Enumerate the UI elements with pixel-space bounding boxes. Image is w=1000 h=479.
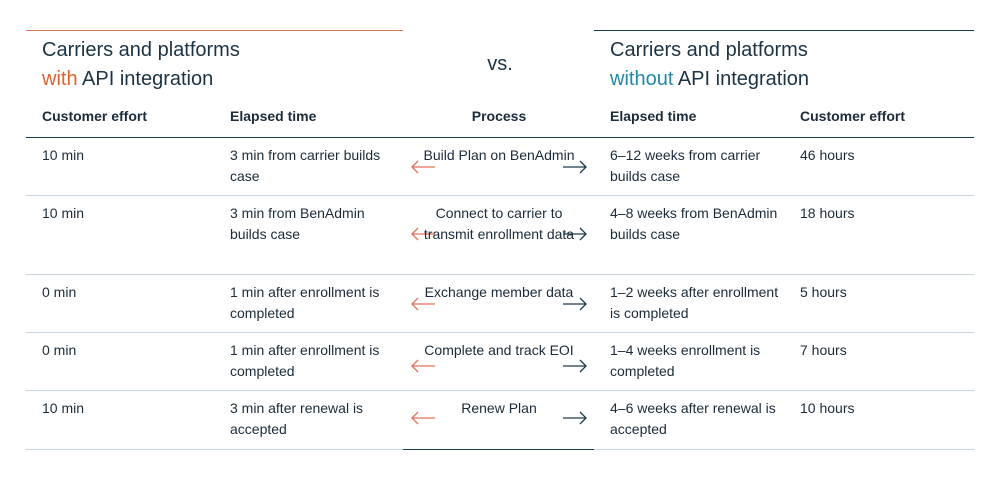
effort-left-cell: 10 min <box>42 205 85 221</box>
arrow-left-icon <box>410 160 436 174</box>
process-cell: Build Plan on BenAdmin <box>423 147 575 163</box>
elapsed-left-cell: 3 min from BenAdmin builds case <box>230 205 365 242</box>
effort-left-cell: 0 min <box>42 284 77 300</box>
right-title: Carriers and platforms without API integ… <box>610 36 809 94</box>
left-title-accent: with <box>42 68 78 90</box>
effort-right-cell: 5 hours <box>800 284 847 300</box>
arrow-left-icon <box>410 359 436 373</box>
arrow-right-icon <box>562 160 588 174</box>
header-divider <box>26 137 974 138</box>
effort-left-cell: 10 min <box>42 147 85 163</box>
column-header-effort-left: Customer effort <box>42 108 148 124</box>
elapsed-left-cell: 3 min from carrier builds case <box>230 147 381 184</box>
elapsed-right-cell: 4–8 weeks from BenAdmin builds case <box>610 205 778 242</box>
elapsed-left-cell: 1 min after enrollment is completed <box>230 284 380 321</box>
elapsed-left-cell: 3 min after renewal is accepted <box>230 400 364 437</box>
column-header-elapsed-right: Elapsed time <box>610 108 697 124</box>
left-title-rest: API integration <box>77 68 214 90</box>
row-divider <box>26 332 974 333</box>
right-title-rest: API integration <box>673 68 810 90</box>
elapsed-right-cell: 4–6 weeks after renewal is accepted <box>610 400 776 437</box>
elapsed-left-cell: 1 min after enrollment is completed <box>230 342 380 379</box>
process-cell: Exchange member data <box>424 284 574 300</box>
arrow-right-icon <box>562 411 588 425</box>
right-title-line1: Carriers and platforms <box>610 39 808 61</box>
elapsed-right-cell: 1–4 weeks enrollment is completed <box>610 342 761 379</box>
left-title: Carriers and platforms with API integrat… <box>42 36 240 94</box>
effort-right-cell: 7 hours <box>800 342 847 358</box>
elapsed-right-cell: 1–2 weeks after enrollment is completed <box>610 284 779 321</box>
effort-right-cell: 46 hours <box>800 147 855 163</box>
versus-label: vs. <box>487 53 513 75</box>
right-title-line2: without API integration <box>610 65 809 94</box>
column-header-elapsed-left: Elapsed time <box>230 108 317 124</box>
arrow-left-icon <box>410 227 436 241</box>
right-title-accent: without <box>610 68 674 90</box>
arrow-right-icon <box>562 227 588 241</box>
column-header-process: Process <box>471 108 527 124</box>
arrow-right-icon <box>562 297 588 311</box>
elapsed-right-cell: 6–12 weeks from carrier builds case <box>610 147 761 184</box>
arrow-left-icon <box>410 411 436 425</box>
left-title-line2: with API integration <box>42 65 240 94</box>
process-cell: Connect to carrier to transmit enrollmen… <box>423 205 575 242</box>
right-header-rule <box>594 30 974 31</box>
effort-right-cell: 18 hours <box>800 205 855 221</box>
arrow-left-icon <box>410 297 436 311</box>
left-title-line1: Carriers and platforms <box>42 39 240 61</box>
arrow-right-icon <box>562 359 588 373</box>
row-divider <box>26 390 974 391</box>
process-cell: Complete and track EOI <box>424 342 574 358</box>
effort-right-cell: 10 hours <box>800 400 855 416</box>
effort-left-cell: 0 min <box>42 342 77 358</box>
row-divider <box>26 274 974 275</box>
column-header-effort-right: Customer effort <box>800 108 906 124</box>
row-divider <box>26 195 974 196</box>
process-column-bottom-rule <box>403 449 594 450</box>
effort-left-cell: 10 min <box>42 400 85 416</box>
left-header-rule <box>26 30 403 31</box>
process-cell: Renew Plan <box>461 400 537 416</box>
